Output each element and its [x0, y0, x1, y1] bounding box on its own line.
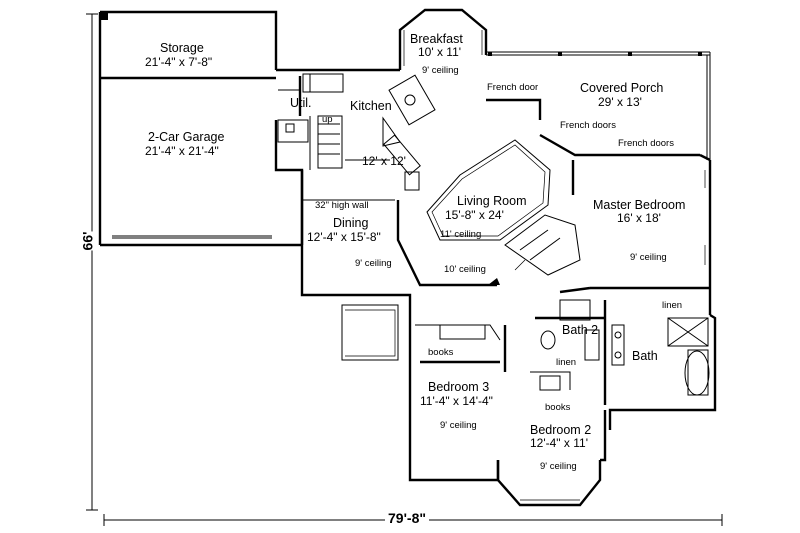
living-area — [396, 98, 711, 287]
overall-width-dimension: 79'-8" — [385, 511, 429, 525]
living-room-ceiling-lower: 10' ceiling — [444, 264, 486, 275]
breakfast-size: 10' x 11' — [418, 45, 462, 59]
storage-size: 21'-4" x 7'-8" — [145, 55, 213, 69]
dining-ceiling: 9' ceiling — [355, 258, 392, 269]
living-room-label: Living Room — [457, 194, 527, 208]
breakfast-bay — [398, 8, 488, 70]
french-doors-note-1: French doors — [560, 120, 616, 131]
kitchen-area — [276, 68, 436, 191]
dining-area — [300, 170, 412, 361]
french-doors-note-2: French doors — [618, 138, 674, 149]
living-room-size: 15'-8" x 24' — [445, 208, 504, 222]
books-note-1: books — [428, 347, 454, 358]
covered-porch-label: Covered Porch — [580, 81, 664, 95]
dining-wall-note: 32" high wall — [315, 200, 369, 211]
bath2-label: Bath 2 — [562, 323, 599, 337]
overall-depth-dimension: 66' — [79, 231, 96, 251]
garage-label: 2-Car Garage — [148, 130, 225, 144]
storage-label: Storage — [160, 41, 204, 55]
bedroom3-ceiling: 9' ceiling — [440, 420, 477, 431]
garage-block — [98, 10, 304, 247]
dining-size: 12'-4" x 15'-8" — [307, 230, 381, 244]
util-label: Util. — [290, 96, 312, 110]
dining-label: Dining — [333, 216, 369, 230]
master-bedroom-size: 16' x 18' — [617, 211, 661, 225]
bath-area — [535, 299, 717, 430]
breakfast-ceiling: 9' ceiling — [422, 65, 459, 76]
bedroom2-size: 12'-4" x 11' — [530, 436, 588, 450]
french-door-note: French door — [487, 82, 539, 93]
linen-note-1: linen — [662, 300, 683, 311]
bedroom2-ceiling: 9' ceiling — [540, 461, 577, 472]
master-bedroom-ceiling: 9' ceiling — [630, 252, 667, 263]
stairs-up-note: up — [322, 114, 333, 125]
bedroom3-label: Bedroom 3 — [428, 380, 490, 394]
living-room-ceiling: 11' ceiling — [440, 229, 482, 240]
master-bedroom-area — [559, 160, 712, 315]
kitchen-label: Kitchen — [350, 99, 392, 113]
bedroom2-label: Bedroom 2 — [530, 423, 592, 437]
kitchen-size: 12' x 12' — [362, 154, 406, 168]
bedroom3-size: 11'-4" x 14'-4" — [420, 394, 493, 408]
books-note-2: books — [545, 402, 571, 413]
garage-size: 21'-4" x 21'-4" — [145, 144, 219, 158]
breakfast-label: Breakfast — [410, 32, 463, 46]
master-bedroom-label: Master Bedroom — [593, 198, 686, 212]
covered-porch-size: 29' x 13' — [598, 95, 642, 109]
covered-porch — [486, 51, 711, 160]
bath-label: Bath — [632, 349, 658, 363]
bedroom2-area — [496, 371, 607, 507]
linen-note-2: linen — [556, 357, 577, 368]
